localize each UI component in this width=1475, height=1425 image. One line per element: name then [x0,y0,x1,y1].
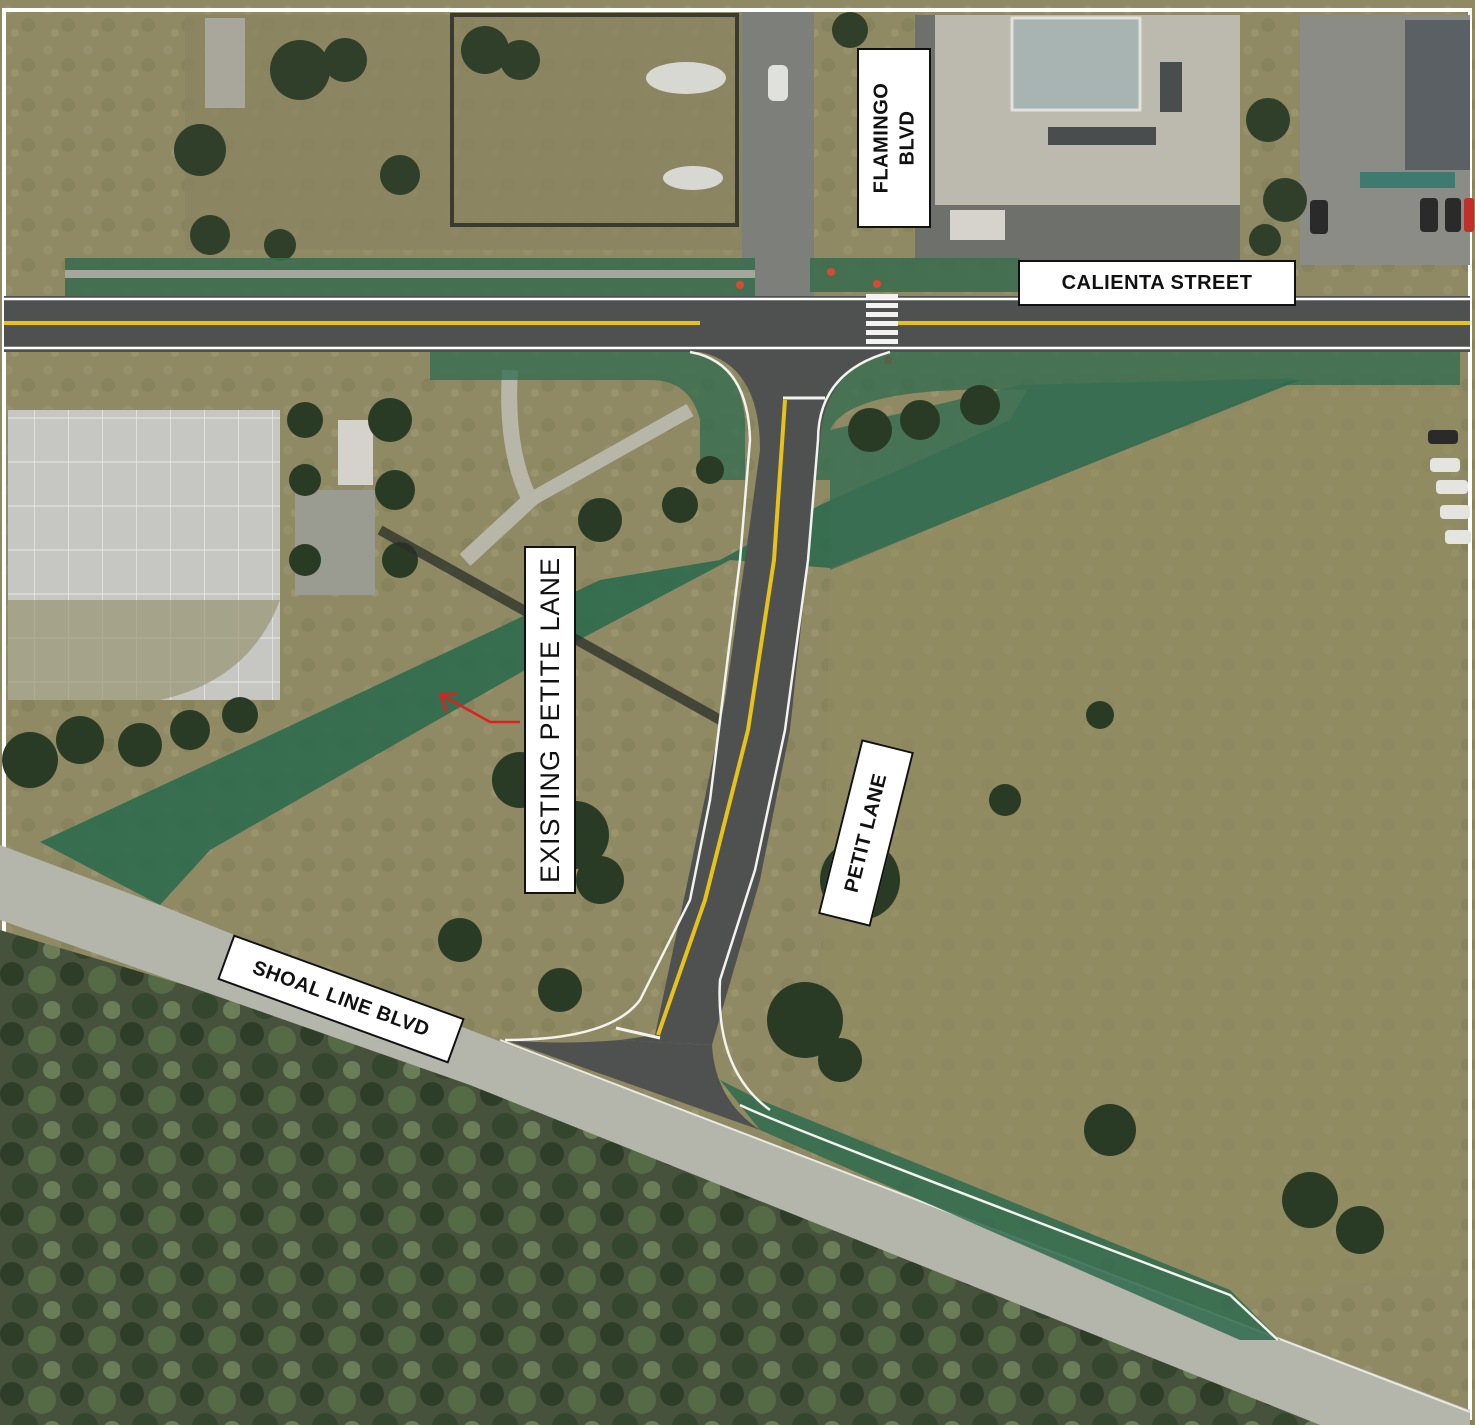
shoal-curb-line [739,1103,1279,1341]
far-right-building [1405,20,1470,170]
walking-path [526,403,694,507]
car [768,65,788,101]
skylight [1010,16,1142,112]
crosswalk [866,294,898,344]
green-triangle [830,378,1295,570]
trees [174,12,1307,261]
parked-cars [1310,198,1461,444]
parking-lot-edge [8,600,280,700]
flamingo-blvd-label-text: FLAMINGO BLVD [870,82,918,194]
red-arrow-icon [438,692,520,724]
shed [205,18,245,108]
small-building [950,210,1005,240]
shoal-green-strip [720,1080,1280,1340]
concrete-pad [295,490,375,595]
petit-lane-stop-bar [615,1026,661,1040]
parked-car-red [1464,198,1474,232]
flamingo-blvd-road [742,12,814,302]
calienta-street-label: CALIENTA STREET [1018,260,1296,306]
petit-lane-flare [505,1040,760,1130]
north-sidewalk-strip-east [810,258,1020,292]
petit-lane-edge-line [718,350,891,1112]
petit-lane-center-line [656,399,787,1036]
flamingo-blvd-label: FLAMINGO BLVD [857,48,931,228]
north-sidewalk [65,270,755,278]
boat [646,62,726,94]
parked-cars [1430,458,1471,544]
north-sidewalk-strip [65,258,755,300]
roof-vent [1048,127,1156,145]
teal-canopy [1360,172,1455,188]
existing-petite-lane [40,380,1300,905]
trees [2,385,1384,1254]
forest-area [0,930,1330,1425]
petit-lane-edge-line [504,350,752,1042]
existing-petite-lane-label: EXISTING PETITE LANE [524,546,576,894]
roof-vent [1160,62,1182,112]
fenced-yard [450,13,739,227]
boat [663,166,723,190]
field-area [820,385,1460,1300]
small-structure [338,420,373,485]
green-corner-east [815,352,1460,480]
